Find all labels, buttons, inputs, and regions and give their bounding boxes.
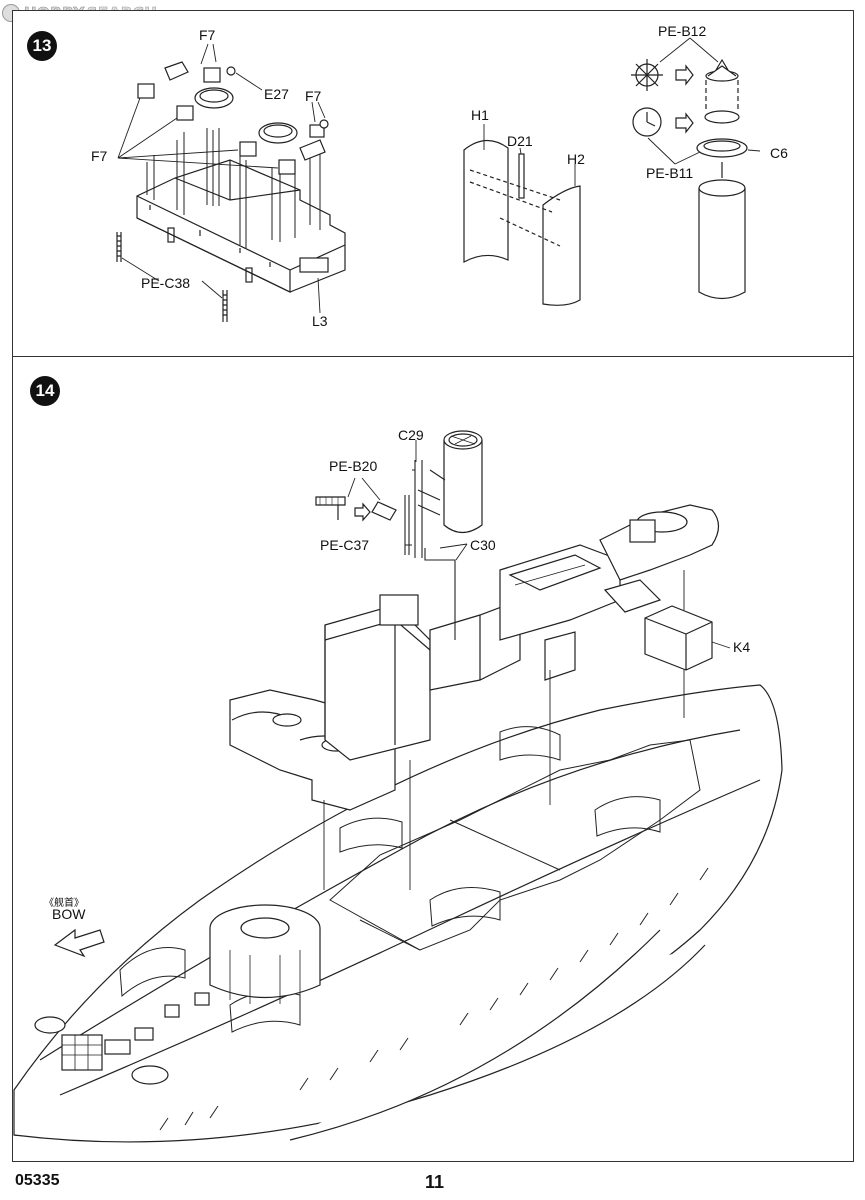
- superstructure-drawing: [229, 504, 720, 811]
- e27-liferafts: [194, 87, 298, 144]
- barbette-drawing: [209, 904, 321, 1004]
- funnel-halves: [463, 124, 581, 306]
- page-number: 11: [425, 1172, 445, 1192]
- stack-assembly: [631, 37, 761, 300]
- f7-boxes: [137, 67, 325, 175]
- step-13-number: 13: [27, 31, 57, 61]
- label-pe-b20: PE-B20: [329, 458, 378, 474]
- label-bow: BOW: [52, 906, 86, 922]
- l3-block-drawing: [136, 159, 346, 293]
- label-pe-c37: PE-C37: [320, 537, 370, 553]
- locating-pins: [146, 128, 321, 248]
- label-d21: D21: [507, 133, 533, 149]
- leader-lines-13: [117, 43, 326, 314]
- hull-marks: [159, 867, 709, 1131]
- label-h2: H2: [567, 151, 585, 167]
- label-c30: C30: [470, 537, 496, 553]
- label-k4: K4: [733, 639, 751, 655]
- label-c6: C6: [770, 145, 788, 161]
- label-pe-c38: PE-C38: [141, 275, 191, 291]
- label-f7-top: F7: [199, 27, 216, 43]
- c29-stack: [443, 430, 483, 534]
- label-f7-right: F7: [305, 88, 322, 104]
- bow-fittings: [34, 992, 210, 1085]
- pe-b20-parts: [315, 496, 397, 522]
- label-bow-chinese: 《舰首》: [44, 898, 84, 909]
- label-l3: L3: [312, 313, 328, 329]
- product-code: 05335: [15, 1172, 60, 1189]
- label-f7-left: F7: [91, 148, 108, 164]
- small-fittings: [164, 61, 329, 161]
- hull-drawing: [13, 684, 783, 1143]
- bow-arrow-icon: [53, 928, 105, 958]
- leader-lines-14: [323, 440, 731, 890]
- k4-box: [644, 605, 713, 671]
- label-pe-b12: PE-B12: [658, 23, 707, 39]
- pe-c38-ladders: [116, 232, 228, 322]
- step-14-number: 14: [30, 376, 60, 406]
- label-c29: C29: [398, 427, 424, 443]
- mast-pipes: [404, 460, 456, 640]
- label-pe-b11: PE-B11: [646, 165, 694, 181]
- label-e27: E27: [264, 86, 289, 102]
- deck-outlines: [119, 726, 701, 1033]
- label-h1: H1: [471, 107, 489, 123]
